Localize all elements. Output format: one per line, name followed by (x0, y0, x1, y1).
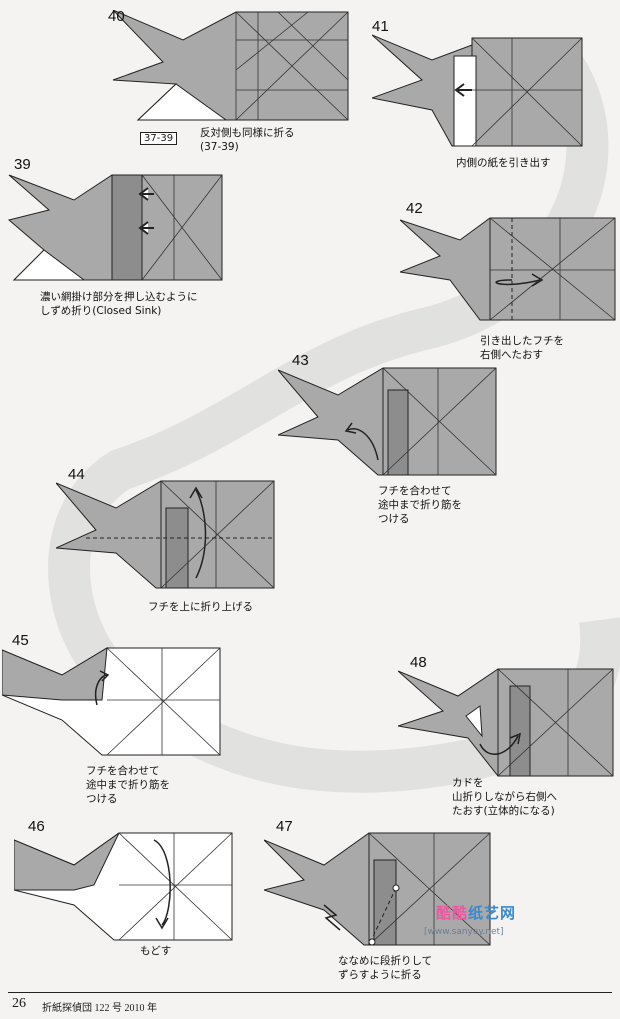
step-43-figure (278, 365, 500, 477)
step-47-number: 47 (276, 818, 293, 835)
step-40-number: 40 (108, 8, 125, 25)
step-40-caption: 反対側も同様に折る (37-39) (200, 126, 295, 154)
footer-rule (8, 992, 612, 993)
magazine-title: 折紙探偵団 122 号 2010 年 (42, 999, 157, 1014)
step-45-caption: フチを合わせて 途中まで折り筋を つける (86, 764, 170, 806)
step-39-caption: 濃い網掛け部分を押し込むように しずめ折り(Closed Sink) (40, 290, 198, 318)
watermark-part2: 纸艺网 (468, 904, 516, 922)
step-43-caption: フチを合わせて 途中まで折り筋を つける (378, 484, 462, 526)
watermark-url: [www.sanyay.net] (424, 927, 504, 937)
step-39-figure (4, 170, 224, 282)
watermark-logo: 酷酷纸艺网 (436, 902, 516, 923)
step-39-number: 39 (14, 156, 31, 173)
step-46-number: 46 (28, 818, 45, 835)
watermark-part1: 酷酷 (436, 904, 468, 922)
step-42-number: 42 (406, 200, 423, 217)
page-number: 26 (12, 996, 26, 1012)
page-footer: 26 折紙探偵団 122 号 2010 年 (0, 990, 620, 1019)
step-48-number: 48 (410, 654, 427, 671)
step-45-number: 45 (12, 632, 29, 649)
step-43-number: 43 (292, 352, 309, 369)
step-42-caption: 引き出したフチを 右側へたおす (480, 334, 564, 362)
step-42-figure (400, 210, 620, 322)
step-44-number: 44 (68, 466, 85, 483)
step-44-caption: フチを上に折り上げる (148, 600, 253, 614)
step-41-number: 41 (372, 18, 389, 35)
step-48-figure (398, 666, 618, 778)
step-46-caption: もどす (140, 944, 171, 958)
step-41-caption: 内側の紙を引き出す (456, 156, 551, 170)
step-47-caption: ななめに段折りして ずらすように折る (338, 954, 432, 982)
step-46-figure (14, 830, 236, 942)
step-45-figure (2, 645, 224, 757)
step-40-reference: 37-39 (140, 132, 177, 145)
step-44-figure (56, 478, 278, 593)
step-48-caption: カドを 山折りしながら右側へ たおす(立体的になる) (452, 776, 557, 818)
step-41-figure (372, 20, 602, 150)
step-40-figure (108, 10, 358, 122)
